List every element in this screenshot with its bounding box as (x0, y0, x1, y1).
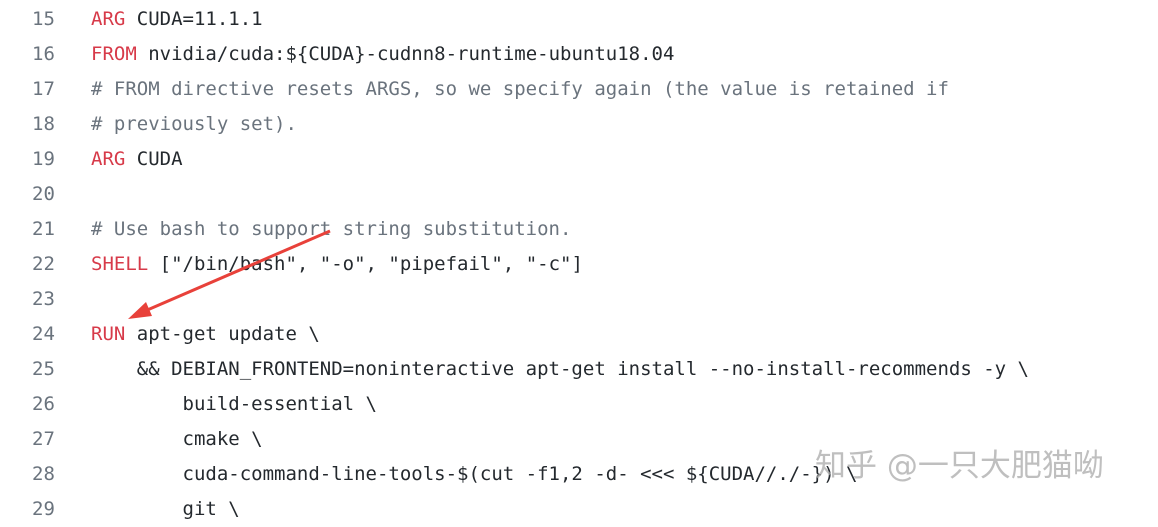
line-text: cmake \ (91, 422, 263, 457)
line-text: ARG CUDA (91, 142, 183, 177)
line-text: ARG CUDA=11.1.1 (91, 2, 263, 37)
code-text: CUDA=11.1.1 (125, 8, 263, 30)
keyword: RUN (91, 323, 126, 345)
code-text: ["/bin/bash", "-o", "pipefail", "-c"] (148, 253, 583, 275)
line-number: 19 (32, 148, 55, 170)
line-text: # Use bash to support string substitutio… (91, 212, 571, 247)
line-number: 23 (32, 288, 55, 310)
line-number: 16 (32, 43, 55, 65)
code-text: && DEBIAN_FRONTEND=noninteractive apt-ge… (91, 358, 1029, 380)
keyword: ARG (91, 148, 126, 170)
line-text: SHELL ["/bin/bash", "-o", "pipefail", "-… (91, 247, 583, 282)
line-text: FROM nvidia/cuda:${CUDA}-cudnn8-runtime-… (91, 37, 674, 72)
red-arrow-annotation (128, 229, 331, 319)
line-number: 20 (32, 183, 55, 205)
line-text: cuda-command-line-tools-$(cut -f1,2 -d- … (91, 457, 858, 492)
watermark: 知乎 @一只大肥猫呦 (815, 448, 1104, 484)
code-text: build-essential \ (91, 393, 377, 415)
line-text: RUN apt-get update \ (91, 317, 320, 352)
line-number: 17 (32, 78, 55, 100)
line-number: 22 (32, 253, 55, 275)
comment-text: # previously set). (91, 113, 297, 135)
keyword: ARG (91, 8, 126, 30)
code-text: cmake \ (91, 428, 263, 450)
line-number: 18 (32, 113, 55, 135)
line-number: 25 (32, 358, 55, 380)
code-text: nvidia/cuda:${CUDA}-cudnn8-runtime-ubunt… (136, 43, 675, 65)
keyword: SHELL (91, 253, 149, 275)
code-text: CUDA (125, 148, 183, 170)
keyword: FROM (91, 43, 137, 65)
line-number: 21 (32, 218, 55, 240)
line-text: # previously set). (91, 107, 297, 142)
line-text: build-essential \ (91, 387, 377, 422)
comment-text: # Use bash to support string substitutio… (91, 218, 572, 240)
code-text: cuda-command-line-tools-$(cut -f1,2 -d- … (91, 463, 858, 485)
line-number: 24 (32, 323, 55, 345)
line-number: 27 (32, 428, 55, 450)
line-number: 28 (32, 463, 55, 485)
comment-text: # FROM directive resets ARGS, so we spec… (91, 78, 949, 100)
code-text: apt-get update \ (125, 323, 320, 345)
line-text: && DEBIAN_FRONTEND=noninteractive apt-ge… (91, 352, 1029, 387)
line-number: 26 (32, 393, 55, 415)
line-text: # FROM directive resets ARGS, so we spec… (91, 72, 949, 107)
line-number: 15 (32, 8, 55, 30)
